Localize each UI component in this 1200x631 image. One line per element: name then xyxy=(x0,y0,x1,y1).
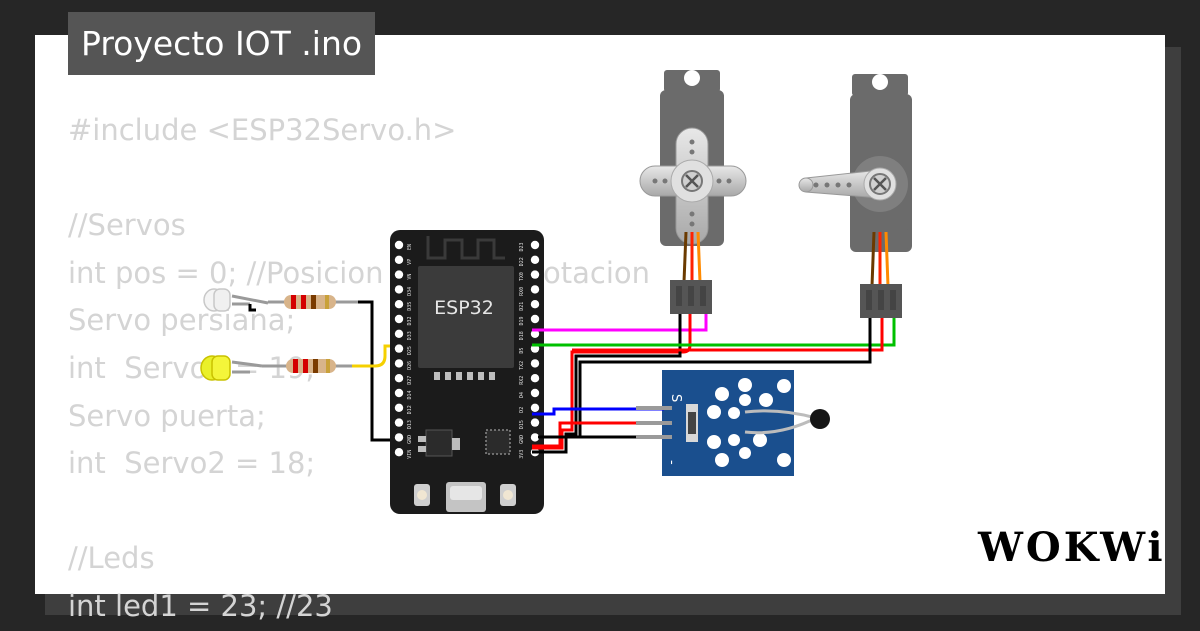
wire-led-gnd xyxy=(248,304,256,312)
code-line: Servo puerta; xyxy=(68,398,266,433)
pin-label: VIN xyxy=(407,450,413,459)
pin-label: VN xyxy=(407,274,413,280)
pin-label: D32 xyxy=(407,316,413,325)
pin-label: EN xyxy=(407,244,413,250)
wokwi-logo[interactable]: WOKWi xyxy=(978,524,1166,571)
pin-label: D25 xyxy=(407,346,413,355)
pin-label: TX2 xyxy=(519,361,525,370)
temperature-sensor-module: S - xyxy=(662,370,830,476)
wire-servo2-gnd xyxy=(578,318,872,436)
led-white xyxy=(203,288,269,312)
pin-label: D2 xyxy=(519,407,525,413)
wire-led1 xyxy=(358,300,398,442)
pin-label: GND xyxy=(519,435,525,444)
pin-label: D23 xyxy=(519,242,525,251)
pin-label: D35 xyxy=(407,302,413,311)
pin-label: D15 xyxy=(519,420,525,429)
led-yellow xyxy=(200,355,263,381)
wire-servo1-signal xyxy=(532,314,708,332)
code-line: int Servo2 = 18; xyxy=(68,446,316,481)
pin-label: GND xyxy=(407,435,413,444)
pin-label: D4 xyxy=(519,392,525,398)
pin-label: 3V3 xyxy=(519,450,525,459)
sensor-pin-minus: - xyxy=(664,460,679,465)
pin-label: D19 xyxy=(519,316,525,325)
servo-puerta xyxy=(798,74,912,318)
resistor-2 xyxy=(262,359,352,373)
pin-label: D33 xyxy=(407,331,413,340)
pin-label: D34 xyxy=(407,287,413,296)
pin-label: D21 xyxy=(519,302,525,311)
pin-label: D18 xyxy=(519,331,525,340)
wire-servo2-signal xyxy=(532,318,896,347)
wire-servo2-vcc xyxy=(572,318,884,352)
pin-label: RX0 xyxy=(519,287,525,296)
pin-label: D13 xyxy=(407,420,413,429)
code-line: //Servos xyxy=(68,208,186,243)
pin-label: VP xyxy=(407,259,413,265)
wire-sensor-vcc xyxy=(532,421,664,448)
code-line: #include <ESP32Servo.h> xyxy=(68,113,457,147)
code-line: //Leds xyxy=(68,541,155,576)
pin-label: D12 xyxy=(407,405,413,414)
pin-label: RX2 xyxy=(519,376,525,385)
pin-label: D5 xyxy=(519,348,525,354)
servo-persiana xyxy=(639,70,747,314)
wire-servo1-gnd xyxy=(532,314,682,454)
esp32-board: ESP32 ENVPVND34D35D32D33D25D26D27D14D12D… xyxy=(390,230,544,514)
project-title[interactable]: Proyecto IOT .ino xyxy=(68,12,376,75)
pin-label: D27 xyxy=(407,376,413,385)
pin-label: D22 xyxy=(519,257,525,266)
wire-sensor-signal xyxy=(532,407,664,416)
pin-label: TX0 xyxy=(519,272,525,281)
pin-label: D14 xyxy=(407,390,413,399)
resistor-1 xyxy=(268,295,358,309)
board-label: ESP32 xyxy=(434,297,494,319)
pin-label: D26 xyxy=(407,361,413,370)
code-line: int led1 = 23; //23 xyxy=(68,588,333,623)
sensor-pin-s: S xyxy=(668,394,683,402)
wire-led2 xyxy=(352,344,398,368)
